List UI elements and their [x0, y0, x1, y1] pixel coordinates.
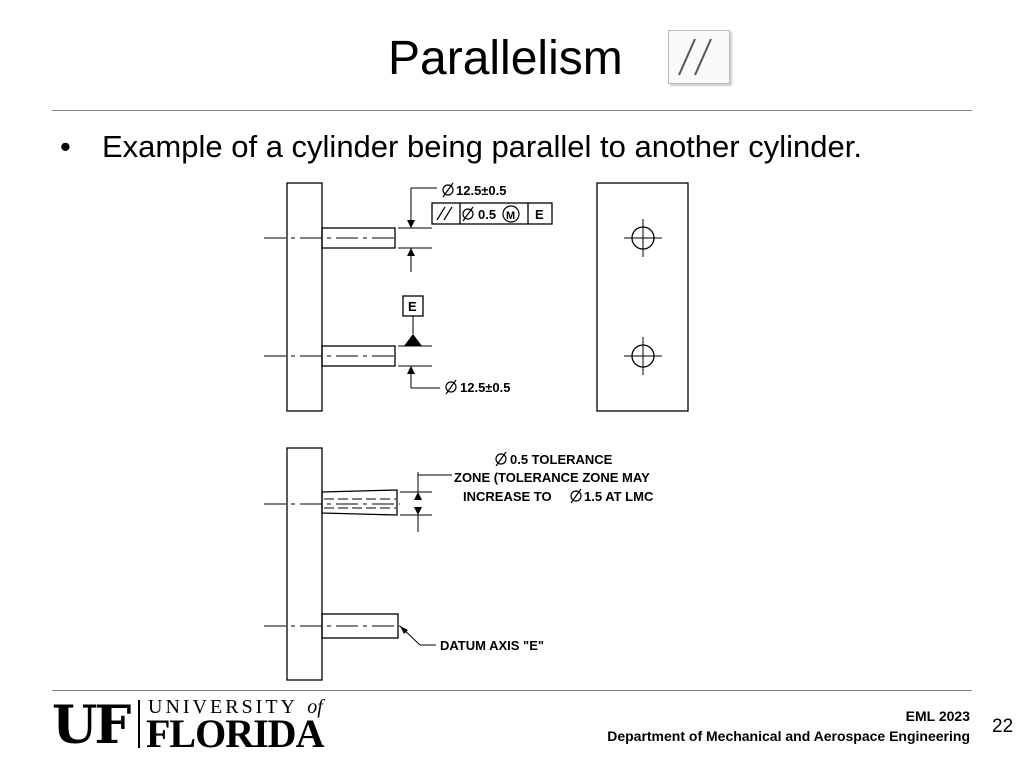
fcf-tolerance-text: 0.5: [478, 207, 496, 222]
logo-florida-text: FLORIDA: [146, 711, 324, 756]
parallelism-symbol-icon: [668, 30, 730, 84]
logo-divider: [138, 700, 140, 748]
title-divider: [52, 110, 972, 111]
page-number: 22: [992, 716, 1014, 737]
tolerance-note-line3b: 1.5 AT LMC: [584, 489, 654, 504]
side-view-plate: [596, 182, 689, 412]
logo-university-text: UNIVERSITY: [148, 696, 298, 718]
fcf-datum-text: E: [535, 207, 544, 222]
bullet-text: Example of a cylinder being parallel to …: [102, 129, 862, 164]
logo-university-line: UNIVERSITY of: [148, 696, 323, 719]
footer-divider: [52, 690, 972, 691]
datum-triangle: [404, 334, 422, 346]
fcf-modifier-text: M: [506, 210, 515, 222]
bottom-plate: [286, 447, 323, 681]
bullet-marker: •: [60, 129, 71, 164]
dimension-bottom-text: 12.5±0.5: [460, 380, 511, 395]
tolerance-note-line3a: INCREASE TO: [463, 489, 552, 504]
tolerance-note-line1: 0.5 TOLERANCE: [510, 452, 613, 467]
slide-title: Parallelism: [388, 32, 623, 85]
feature-control-frame: [431, 202, 553, 225]
top-plate: [286, 182, 323, 412]
university-of-florida-logo: UF UNIVERSITY of FLORIDA: [52, 694, 352, 754]
datum-label-text: E: [408, 299, 417, 314]
datum-axis-label: DATUM AXIS "E": [440, 638, 544, 653]
department-name: Department of Mechanical and Aerospace E…: [607, 728, 970, 744]
logo-of-text: of: [307, 696, 323, 718]
tolerance-note-line2: ZONE (TOLERANCE ZONE MAY: [454, 470, 650, 485]
course-code: EML 2023: [905, 708, 970, 724]
bottom-pin-tilted: [321, 489, 398, 516]
dimension-top-text: 12.5±0.5: [456, 183, 507, 198]
logo-uf-text: UF: [52, 695, 131, 756]
